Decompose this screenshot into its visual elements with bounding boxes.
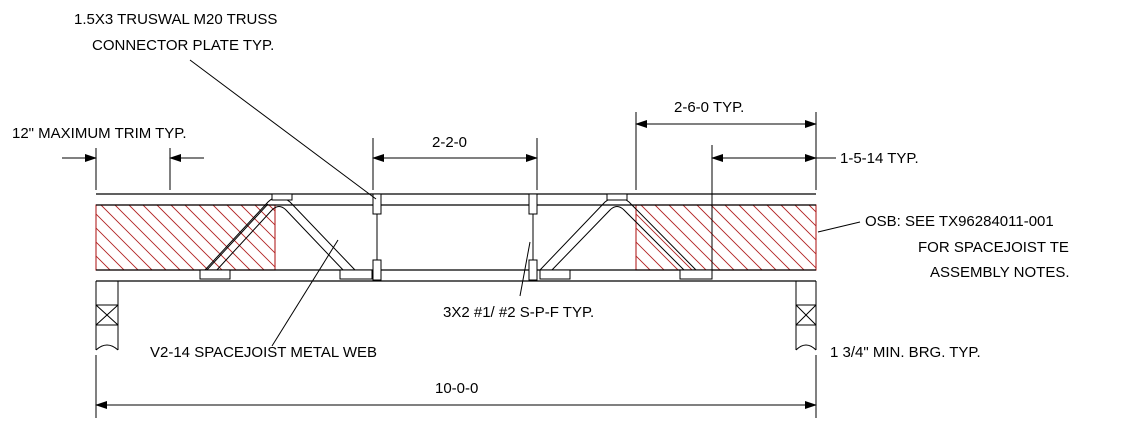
osb-panel-left xyxy=(95,204,276,271)
hatch-line xyxy=(100,205,167,270)
hatch-line xyxy=(636,227,679,270)
label-osb-line3: ASSEMBLY NOTES. xyxy=(930,264,1070,281)
hatch-line xyxy=(780,205,816,241)
hatch-line xyxy=(636,213,693,270)
hatch-line xyxy=(96,213,153,270)
dim-end-spacing xyxy=(635,112,817,190)
label-overall-length: 10-0-0 xyxy=(435,380,478,397)
top-chord xyxy=(96,193,816,206)
hatch-line xyxy=(640,205,707,270)
label-osb-line1: OSB: SEE TX96284011-001 xyxy=(865,213,1054,230)
hatch-line xyxy=(710,205,777,270)
metal-web-left xyxy=(199,193,373,280)
hatch-line xyxy=(170,205,237,270)
hatch-line xyxy=(96,269,97,270)
hatch-line xyxy=(724,205,791,270)
hatch-line xyxy=(794,205,816,227)
hatch-line xyxy=(212,205,275,268)
hatch-line xyxy=(198,205,265,270)
hatch-line xyxy=(696,205,763,270)
label-osb-line2: FOR SPACEJOIST TE xyxy=(918,239,1069,256)
hatch-line xyxy=(254,205,275,226)
hatch-line xyxy=(156,205,223,270)
connector-plate-2 xyxy=(528,193,538,281)
hatch-line xyxy=(636,241,665,270)
hatch-line xyxy=(114,205,181,270)
hatch-line xyxy=(738,205,805,270)
hatch-line xyxy=(96,255,111,270)
label-panel-spacing: 2-2-0 xyxy=(432,134,467,151)
label-metal-web: V2-14 SPACEJOIST METAL WEB xyxy=(150,344,377,361)
hatch-line xyxy=(636,269,637,270)
hatch-line xyxy=(668,205,735,270)
bearing-left xyxy=(95,281,119,351)
hatch-line xyxy=(142,205,209,270)
dim-overall-length xyxy=(95,355,817,418)
label-connector-plate-line2: CONNECTOR PLATE TYP. xyxy=(92,37,274,54)
hatch-line xyxy=(766,205,816,255)
metal-web-right xyxy=(539,193,713,280)
hatch-line xyxy=(240,205,275,240)
dim-panel-spacing xyxy=(372,138,538,190)
bearing-right xyxy=(795,281,817,351)
dim-max-trim xyxy=(62,148,204,190)
hatch-line xyxy=(226,205,275,254)
hatch-line xyxy=(752,205,816,269)
hatch-line xyxy=(96,241,125,270)
hatch-line xyxy=(682,205,749,270)
hatch-line xyxy=(184,205,251,270)
hatch-line xyxy=(636,255,651,270)
hatch-line xyxy=(654,205,721,270)
hatch-line xyxy=(128,205,195,270)
osb-panel-right xyxy=(635,204,817,271)
leader-lines xyxy=(189,59,861,347)
label-bearing: 1 3/4" MIN. BRG. TYP. xyxy=(830,344,981,361)
label-edge-offset: 1-5-14 TYP. xyxy=(840,150,919,167)
dim-edge-offset xyxy=(711,145,836,270)
label-max-trim: 12" MAXIMUM TRIM TYP. xyxy=(12,125,187,142)
hatch-line xyxy=(96,227,139,270)
label-connector-plate-line1: 1.5X3 TRUSWAL M20 TRUSS xyxy=(74,11,277,28)
label-end-spacing: 2-6-0 TYP. xyxy=(674,99,744,116)
connector-plate-1 xyxy=(372,193,382,281)
label-lumber: 3X2 #1/ #2 S-P-F TYP. xyxy=(443,304,594,321)
